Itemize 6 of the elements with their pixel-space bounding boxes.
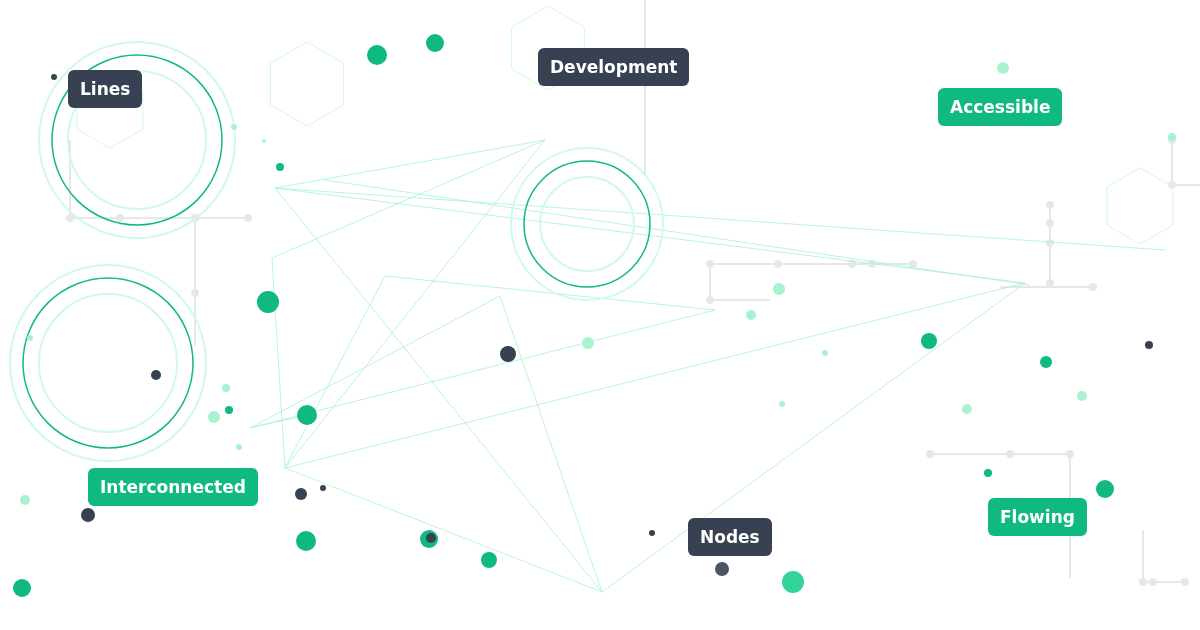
- tag-label: Lines: [68, 70, 143, 108]
- tag-label: Flowing: [988, 498, 1087, 536]
- tag-label: Interconnected: [88, 468, 258, 506]
- tag-label: Accessible: [938, 88, 1063, 126]
- tag-label: Nodes: [688, 518, 772, 556]
- tag-label: Development: [538, 48, 690, 86]
